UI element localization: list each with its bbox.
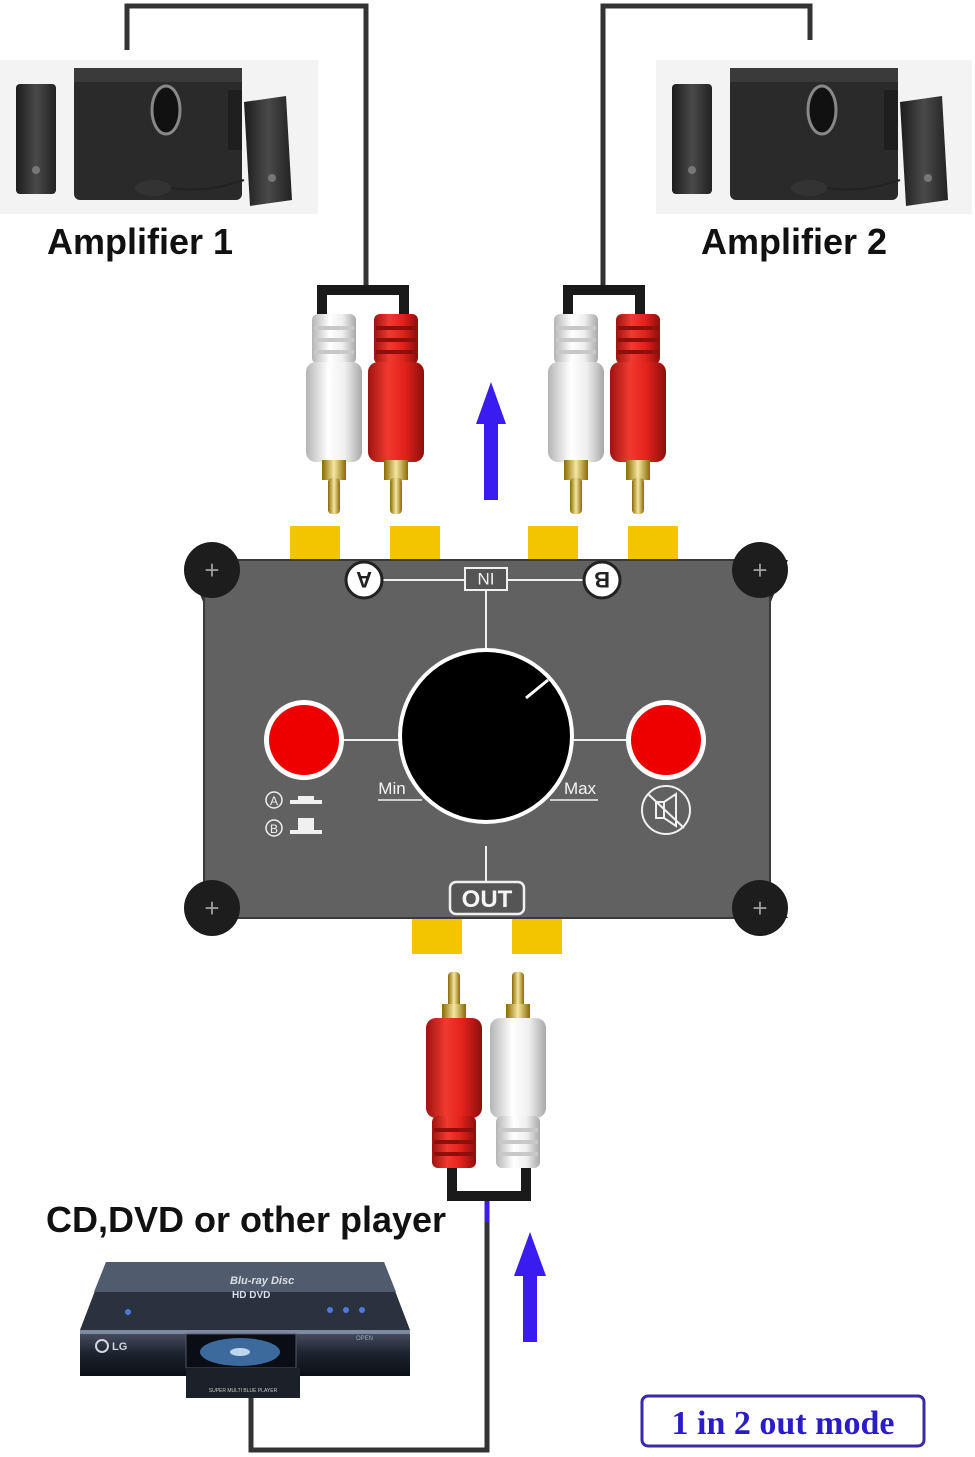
rca-plug-pair-input bbox=[426, 972, 546, 1201]
rca-plug-white bbox=[490, 972, 546, 1168]
selector-button[interactable] bbox=[264, 700, 344, 780]
screw-icon: + bbox=[732, 880, 788, 936]
cable-player bbox=[248, 1200, 490, 1453]
player-label: CD,DVD or other player bbox=[46, 1199, 446, 1240]
in-label: IN bbox=[464, 567, 508, 591]
rca-plug-red bbox=[368, 314, 424, 514]
jack-b-white bbox=[528, 526, 578, 560]
max-label: Max bbox=[564, 779, 597, 798]
min-label: Min bbox=[378, 779, 405, 798]
svg-text:1 in 2 out mode: 1 in 2 out mode bbox=[672, 1405, 895, 1442]
screw-icon: + bbox=[184, 880, 240, 936]
port-b-marker: B bbox=[582, 560, 622, 600]
svg-text:LG: LG bbox=[112, 1341, 127, 1353]
svg-text:HD DVD: HD DVD bbox=[232, 1290, 270, 1301]
screw-icon: + bbox=[184, 542, 240, 598]
mode-legend: A B bbox=[265, 791, 322, 837]
svg-text:IN: IN bbox=[478, 569, 495, 588]
jack-b-red bbox=[628, 526, 678, 560]
svg-text:+: + bbox=[752, 555, 767, 585]
svg-text:OPEN: OPEN bbox=[356, 1336, 373, 1342]
cable-amp2 bbox=[600, 3, 813, 292]
svg-text:+: + bbox=[204, 555, 219, 585]
mute-icon bbox=[641, 785, 691, 835]
jack-out-red bbox=[412, 918, 462, 954]
dvd-player-image: Blu-ray Disc HD DVD LG SUPER MULTI BLUE … bbox=[80, 1262, 410, 1398]
jack-a-red bbox=[390, 526, 440, 560]
rca-plug-pair-b bbox=[548, 285, 666, 514]
jack-out-white bbox=[512, 918, 562, 954]
rca-plug-pair-a bbox=[306, 285, 424, 514]
out-label: OUT bbox=[448, 880, 526, 916]
up-arrow-icon bbox=[476, 382, 506, 500]
rca-plug-red bbox=[426, 972, 482, 1168]
mute-button[interactable] bbox=[626, 700, 706, 780]
svg-text:Blu-ray Disc: Blu-ray Disc bbox=[230, 1275, 294, 1287]
cable-amp1 bbox=[124, 3, 369, 292]
svg-text:SUPER MULTI BLUE PLAYER: SUPER MULTI BLUE PLAYER bbox=[209, 1388, 278, 1394]
svg-text:A: A bbox=[356, 567, 372, 592]
amplifier-1-label: Amplifier 1 bbox=[47, 221, 233, 262]
jack-a-white bbox=[290, 526, 340, 560]
rca-plug-red bbox=[610, 314, 666, 514]
screw-icon: + bbox=[732, 542, 788, 598]
svg-text:OUT: OUT bbox=[462, 886, 513, 913]
svg-text:B: B bbox=[594, 567, 610, 592]
svg-text:B: B bbox=[270, 822, 278, 836]
svg-text:+: + bbox=[204, 893, 219, 923]
speaker-set-icon bbox=[656, 60, 972, 214]
switch-device: + + + + A B IN bbox=[184, 526, 788, 954]
up-arrow-icon bbox=[514, 1232, 546, 1342]
mode-label-box: 1 in 2 out mode bbox=[640, 1394, 926, 1448]
svg-text:+: + bbox=[752, 893, 767, 923]
svg-text:A: A bbox=[270, 794, 278, 808]
speaker-set-icon bbox=[0, 60, 318, 214]
volume-knob[interactable] bbox=[398, 648, 574, 824]
port-a-marker: A bbox=[344, 560, 384, 600]
rca-plug-white bbox=[548, 314, 604, 514]
amplifier-2-label: Amplifier 2 bbox=[701, 221, 887, 262]
rca-plug-white bbox=[306, 314, 362, 514]
